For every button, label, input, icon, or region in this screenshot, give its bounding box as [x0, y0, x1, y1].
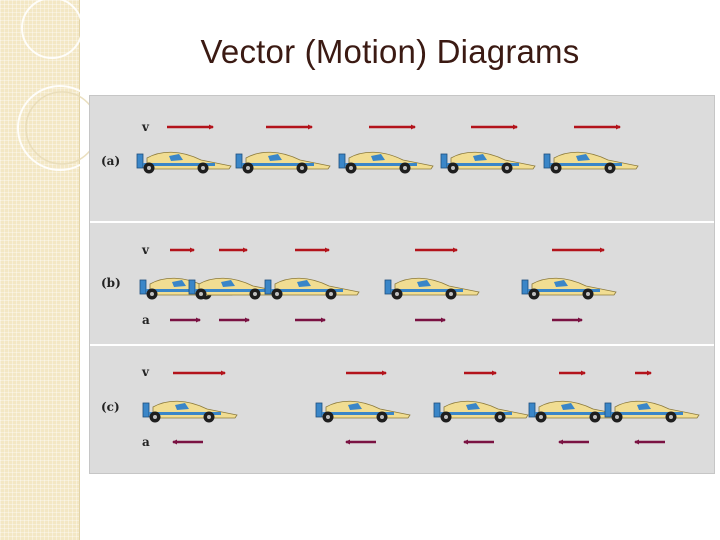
acceleration-label-b: a [142, 313, 150, 327]
race-car-icon [521, 277, 617, 300]
sidebar-pattern [0, 0, 79, 540]
motion-diagram: v (a) v (b) a v (c) a [90, 120, 714, 449]
row-label-c: (c) [101, 400, 120, 414]
velocity-label-b: v [141, 243, 150, 257]
race-car-icon [315, 400, 411, 423]
motion-diagram-panel: v (a) v (b) a v (c) a [89, 95, 715, 474]
race-car-icon [433, 400, 529, 423]
diagram-marks [136, 124, 700, 445]
race-car-icon [338, 151, 434, 174]
row-divider [90, 221, 714, 223]
row-label-b: (b) [101, 276, 121, 290]
row-label-a: (a) [101, 154, 120, 168]
velocity-label-a: v [141, 120, 150, 134]
race-car-icon [543, 151, 639, 174]
race-car-icon [142, 400, 238, 423]
velocity-label-c: v [141, 365, 150, 379]
race-car-icon [384, 277, 480, 300]
race-car-icon [440, 151, 536, 174]
row-divider [90, 344, 714, 346]
race-car-icon [264, 277, 360, 300]
acceleration-label-c: a [142, 435, 150, 449]
race-car-icon [604, 400, 700, 423]
race-car-icon [136, 151, 232, 174]
race-car-icon [235, 151, 331, 174]
sidebar-edge [79, 0, 80, 540]
slide-title: Vector (Motion) Diagrams [200, 33, 580, 70]
